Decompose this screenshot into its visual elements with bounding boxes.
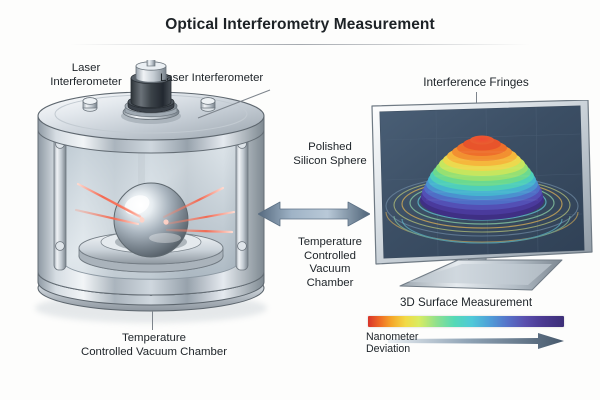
chamber-leader-line bbox=[152, 311, 153, 330]
fringes-leader-line bbox=[476, 92, 477, 110]
label-laser-interferometer-left: Laser Interferometer bbox=[50, 62, 122, 88]
lid-port-right bbox=[200, 97, 216, 112]
label-polished-silicon-sphere: Polished Silicon Sphere bbox=[293, 141, 367, 167]
laser-interferometer-head bbox=[121, 60, 181, 124]
dome-mesh bbox=[426, 151, 538, 201]
page-title: Optical Interferometry Measurement bbox=[165, 16, 435, 33]
interferometer-leader-line bbox=[197, 89, 271, 119]
polished-silicon-sphere bbox=[113, 182, 189, 258]
label-nanometer-deviation: Nanometer Deviation bbox=[366, 331, 419, 356]
label-surface-measurement: 3D Surface Measurement bbox=[399, 296, 533, 309]
label-laser-interferometer-right: Laser Interferometer bbox=[160, 72, 264, 84]
laser-beams bbox=[74, 154, 236, 234]
label-temperature-chamber-right: Temperature Controlled Vacuum Chamber bbox=[298, 236, 362, 289]
lid-port-left bbox=[82, 97, 98, 112]
monitor-base bbox=[399, 259, 563, 291]
bidirectional-arrow bbox=[258, 201, 370, 227]
title-divider bbox=[70, 44, 530, 45]
label-temperature-chamber-bottom: Temperature Controlled Vacuum Chamber bbox=[80, 332, 228, 358]
label-interference-fringes: Interference Fringes bbox=[423, 75, 529, 89]
deviation-direction-arrow bbox=[388, 333, 564, 349]
dome-contour-bands bbox=[420, 135, 544, 220]
monitor-illustration bbox=[371, 100, 593, 291]
surface-plot bbox=[380, 106, 584, 258]
deviation-colorbar bbox=[368, 316, 564, 327]
vacuum-chamber-illustration bbox=[35, 60, 267, 323]
